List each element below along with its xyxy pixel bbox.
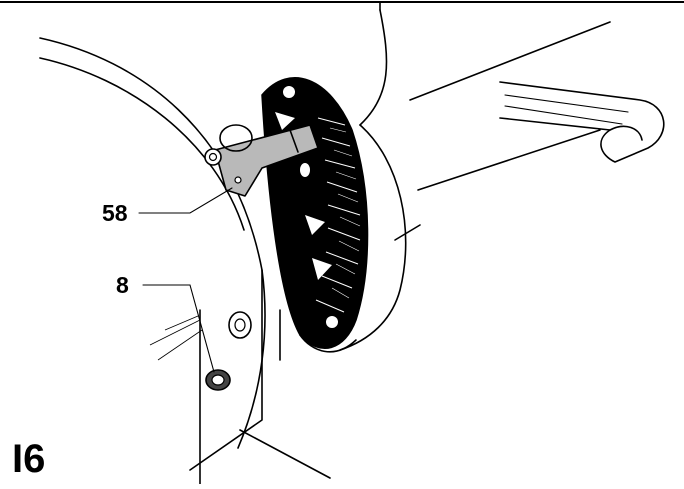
plate-screw-icon	[326, 316, 338, 328]
bracket-hole-icon	[234, 176, 242, 184]
base-frame	[189, 269, 331, 485]
pointer-bracket	[204, 124, 319, 197]
scale-marker-icon	[312, 258, 332, 280]
scale-marker-icon	[275, 112, 295, 130]
plate-screw-icon	[283, 86, 295, 98]
plate-slot-icon	[300, 163, 310, 177]
adjustment-nut	[205, 369, 231, 391]
leader-line-58	[138, 187, 233, 214]
guard-boss	[219, 124, 253, 152]
blade-guard	[39, 37, 266, 449]
scale-marker-icon	[305, 215, 325, 235]
guard-screw	[228, 311, 252, 339]
motor-arm	[339, 1, 611, 351]
bracket-screw-icon	[204, 148, 222, 166]
handle	[499, 81, 665, 163]
callout-58: 58	[102, 200, 128, 226]
angle-scale-plate	[261, 77, 369, 353]
leader-line-8	[142, 284, 215, 373]
callout-8: 8	[116, 272, 129, 298]
figure-id: I6	[12, 437, 45, 481]
